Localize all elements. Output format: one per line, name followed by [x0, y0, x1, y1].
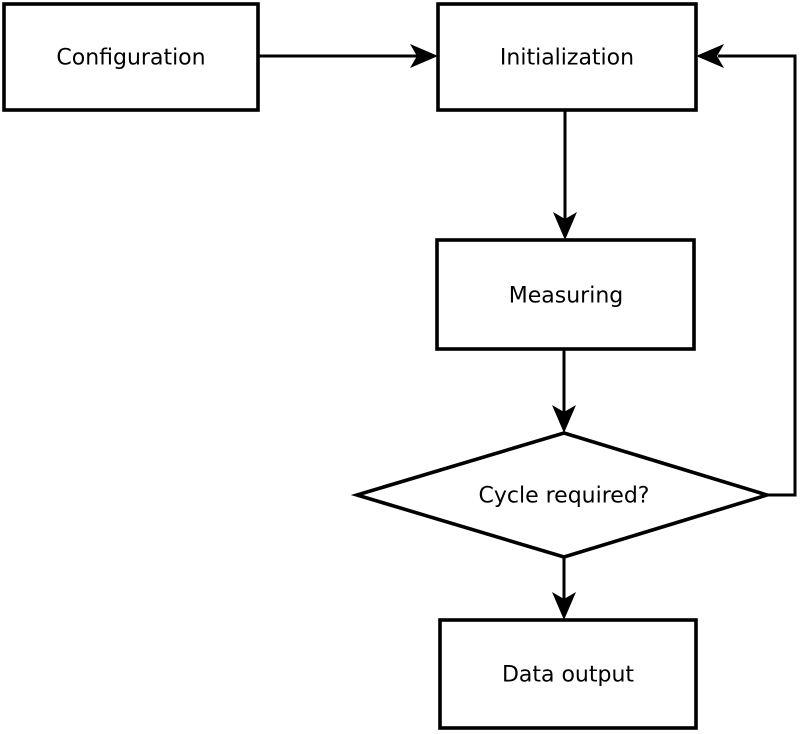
cycle-required-label: Cycle required? — [479, 484, 650, 509]
edge-initialization-measuring — [553, 110, 577, 240]
cycle-required-diamond — [350, 431, 774, 559]
initialization-box — [436, 2, 698, 112]
initialization-label: Initialization — [500, 46, 634, 71]
arrowhead-into-initialization-right — [696, 44, 724, 68]
arrowhead-into-initialization-left — [410, 44, 438, 68]
edge-feedback-loop-line — [718, 54, 797, 497]
arrowhead-into-measuring-top — [553, 212, 577, 240]
measuring-label: Measuring — [509, 284, 623, 309]
configuration-label: Configuration — [56, 46, 205, 71]
arrowhead-into-data-output-top — [552, 592, 576, 620]
measuring-box — [435, 238, 696, 351]
edge-cycle-required-initialization-loop — [696, 44, 797, 497]
node-data-output: Data output — [438, 618, 698, 730]
edge-cycle-required-data-output — [552, 557, 576, 620]
arrowhead-into-diamond-top — [552, 405, 576, 433]
edge-configuration-initialization — [258, 44, 438, 68]
node-initialization: Initialization — [436, 2, 698, 112]
data-output-label: Data output — [502, 663, 634, 688]
node-cycle-required: Cycle required? — [350, 431, 774, 559]
node-configuration: Configuration — [2, 2, 260, 112]
configuration-box — [2, 2, 260, 112]
node-measuring: Measuring — [435, 238, 696, 351]
data-output-box — [438, 618, 698, 730]
edge-measuring-cycle-required — [552, 349, 576, 433]
